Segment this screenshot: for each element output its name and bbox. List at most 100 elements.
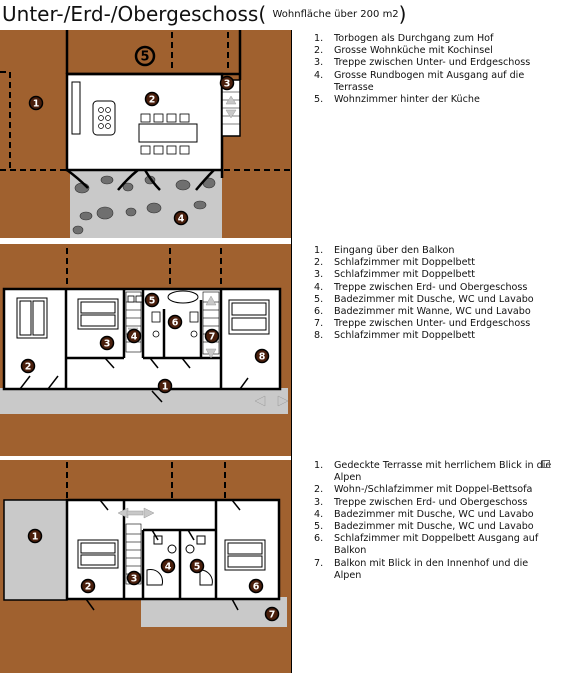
legend-item: 4. Badezimmer mit Dusche, WC und Lavabo (314, 509, 556, 521)
legend-item: 3. Treppe zwischen Unter- und Erdgeschoss (314, 57, 556, 69)
legend-number: 4. (314, 281, 324, 293)
legend-number: 7. (314, 318, 324, 330)
legend-text: Badezimmer mit Wanne, WC und Lavabo (334, 306, 531, 318)
legend-number: 5. (314, 521, 324, 533)
legend-text: Schlafzimmer mit Doppelbett Ausgang auf … (334, 533, 539, 557)
legend-item: 2. Grosse Wohnküche mit Kochinsel (314, 45, 556, 57)
marker-label: 2 (149, 95, 156, 106)
marker-circle (264, 606, 280, 622)
marker-label: 4 (178, 214, 185, 225)
marker-label: 5 (149, 296, 156, 307)
legend-text: Badezimmer mit Dusche, WC und Lavabo (334, 521, 534, 533)
legend-item: 6. Schlafzimmer mit Doppelbett Ausgang au… (314, 533, 556, 557)
legend-number: 5. (314, 293, 324, 305)
legend-erdgeschoss: 1. Eingang über den Balkon 2. Schlafzimmer … (314, 245, 556, 343)
legend-text: Badezimmer mit Dusche, WC und Lavabo (334, 508, 534, 520)
marker-label: 2 (85, 582, 92, 593)
legend-text: Treppe zwischen Unter- und Erdgeschoss (334, 318, 531, 330)
legend-text: Wohn-/Schlafzimmer mit Doppel-Bettsofa (334, 484, 533, 496)
legend-item: 1.Torbogen als Durchgang zum Hof (314, 33, 556, 45)
marker-label: 4 (131, 332, 138, 343)
legend-item: 5. Badezimmer mit Dusche, WC und Lavabo (314, 294, 556, 306)
title-text: Unter-/Erd-/Obergeschoss (2, 2, 259, 26)
legend-number: 1. (314, 245, 324, 256)
marker-circle (160, 558, 176, 574)
marker-circle (144, 292, 160, 308)
legend-number: 1. (314, 460, 324, 471)
legend-text: Badezimmer mit Dusche, WC und Lavabo (334, 293, 534, 305)
legend-number: 3. (314, 57, 324, 69)
marker-circle (126, 328, 142, 344)
marker-circle (189, 558, 205, 574)
floorplan-erdgeschoss (0, 244, 291, 456)
legend-number: 6. (314, 533, 324, 545)
legend-item: 1. Gedeckte Terrasse mit herrlichem Blick… (314, 460, 556, 484)
ground-strip-1 (0, 238, 291, 244)
marker-circle (126, 570, 142, 586)
marker-label: 6 (253, 582, 260, 593)
legend-text: Grosse Wohnküche mit Kochinsel (334, 45, 493, 57)
legend-obergeschoss: 1. Gedeckte Terrasse mit herrlichem Blick… (314, 460, 556, 582)
legend-item: 4.Grosse Rundbogen mit Ausgang auf die T… (314, 70, 556, 94)
marker-label: 3 (131, 574, 138, 585)
legend-number: 8. (314, 330, 324, 342)
marker-label: 5 (194, 562, 201, 573)
marker-circle (28, 95, 44, 111)
marker-circle (80, 578, 96, 594)
legend-text: Grosse Rundbogen mit Ausgang auf die Ter… (334, 69, 525, 93)
legend-number: 2. (314, 45, 324, 57)
legend-text: Eingang über den Balkon (334, 245, 455, 256)
marker-label: 3 (104, 339, 111, 350)
legend-text: Balkon mit Blick in den Innenhof und die… (334, 557, 529, 581)
legend-item: 1. Eingang über den Balkon (314, 245, 556, 257)
page-title: Unter-/Erd-/Obergeschoss( Wohnfläche übe… (2, 2, 406, 26)
marker-circle (167, 314, 183, 330)
og-balcony (141, 597, 287, 627)
balcony-area (0, 388, 288, 414)
legend-text: Schlafzimmer mit Doppelbett (334, 330, 475, 342)
legend-text: Treppe zwischen Unter- und Erdgeschoss (334, 57, 531, 69)
marker-label: 8 (259, 352, 266, 363)
legend-number: 2. (314, 484, 324, 496)
legend-number: 3. (314, 496, 324, 508)
marker-label: 6 (172, 318, 179, 329)
marker-label: 1 (32, 532, 39, 543)
legend-text: Treppe zwischen Erd- und Obergeschoss (334, 496, 528, 508)
marker-circle (27, 528, 43, 544)
legend-text: Torbogen als Durchgang zum Hof (334, 33, 494, 44)
legend-item: 6. Badezimmer mit Wanne, WC und Lavabo (314, 306, 556, 318)
marker-circle (99, 335, 115, 351)
marker-circle (134, 45, 156, 67)
legend-item: 8. Schlafzimmer mit Doppelbett (314, 330, 556, 342)
floorplan-obergeschoss (0, 460, 291, 673)
marker-label: 2 (25, 362, 32, 373)
ground-strip-2 (0, 456, 291, 460)
marker-label: 5 (140, 50, 149, 65)
title-open-paren: ( (258, 2, 267, 26)
marker-label: 7 (269, 610, 276, 621)
marker-circle (204, 328, 220, 344)
legend-number: 6. (314, 306, 324, 318)
legend-item: 5.Wohnzimmer hinter der Küche (314, 94, 556, 106)
marker-label: 4 (165, 562, 172, 573)
legend-number: 2. (314, 257, 324, 269)
legend-number: 7. (314, 557, 324, 569)
covered-terrace (3, 499, 68, 601)
legend-text: Wohnzimmer hinter der Küche (334, 94, 480, 106)
marker-circle (20, 358, 36, 374)
marker-label: 3 (224, 79, 231, 90)
marker-circle (248, 578, 264, 594)
marker-circle (144, 91, 160, 107)
legend-text: Schlafzimmer mit Doppelbett (334, 257, 475, 269)
marker-label: 1 (33, 99, 40, 110)
title-close-paren: ) (398, 2, 407, 26)
legend-number: 4. (314, 508, 324, 520)
legend-item: 2. Wohn-/Schlafzimmer mit Doppel-Bettsofa (314, 484, 556, 496)
legend-item: 7. Treppe zwischen Unter- und Erdgeschoss (314, 318, 556, 330)
legend-text: Gedeckte Terrasse mit herrlichem Blick i… (334, 460, 552, 484)
divider-line (291, 30, 292, 673)
marker-circle (254, 348, 270, 364)
